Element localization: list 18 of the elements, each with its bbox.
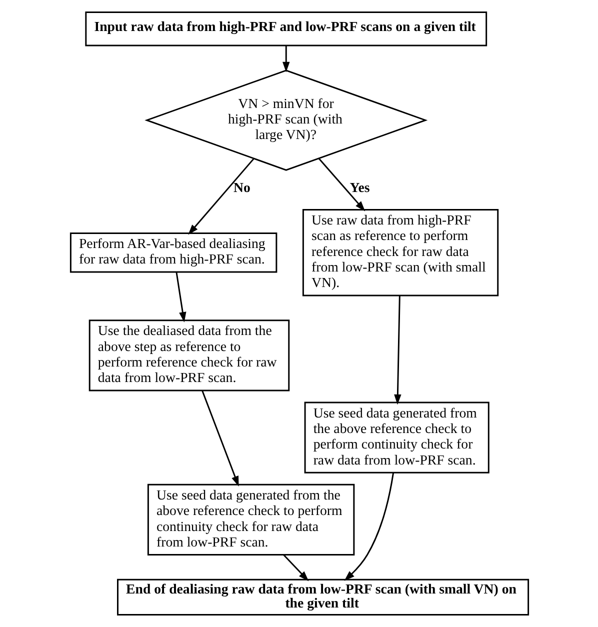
- arrow: [318, 158, 365, 212]
- node-box: Input raw data from high-PRF and low-PRF scans on a given tilt: [84, 12, 487, 46]
- edge-label: Yes: [349, 180, 370, 196]
- node-box: Use the dealiased data from the above step as reference to perform reference check for raw data from low-PRF scan.: [88, 320, 290, 392]
- arrow: [201, 390, 238, 486]
- node-box: End of dealiasing raw data from low-PRF scan (with small VN) on the given tilt: [116, 578, 529, 616]
- arrow: [282, 554, 308, 582]
- arrow: [282, 46, 290, 72]
- arrow: [175, 272, 186, 322]
- arrow: [344, 472, 394, 581]
- node-box: Use seed data generated from the above reference check to perform continuity check for raw data from low-PRF scan.: [146, 484, 354, 556]
- edge-label: No: [233, 180, 250, 196]
- node-box: Use raw data from high-PRF scan as reference to perform reference check for raw data from low-PRF scan (with small VN).: [302, 208, 498, 296]
- node-box: Use seed data generated from the above reference check to perform continuity check for raw data from low-PRF scan.: [304, 402, 489, 474]
- node-diamond: VN > minVN for high-PRF scan (with large VN)?: [144, 70, 428, 171]
- arrow: [188, 158, 254, 235]
- node-box: Perform AR-Var-based dealiasing for raw data from high-PRF scan.: [69, 232, 277, 273]
- arrow: [394, 296, 401, 405]
